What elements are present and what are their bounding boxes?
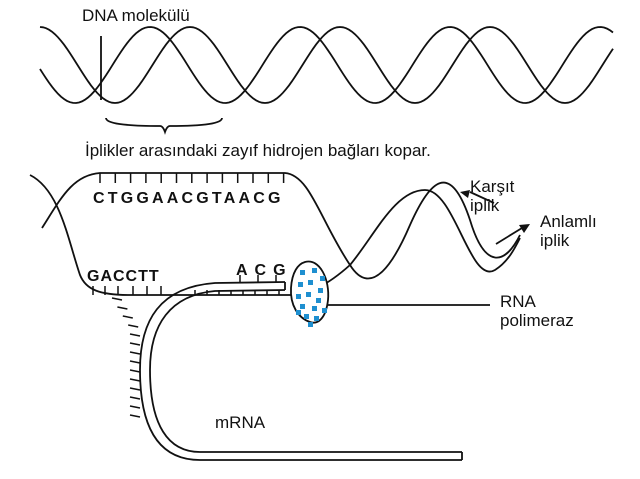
antisense-label-line1: Karşıt — [470, 177, 515, 196]
rna-polymerase-label-line1: RNA — [500, 292, 536, 311]
arrowhead — [460, 190, 470, 198]
antisense-arrow — [469, 191, 495, 204]
sense-arrow — [495, 227, 523, 245]
polymerase-dot — [322, 308, 327, 313]
polymerase-dot — [296, 294, 301, 299]
mrna-strand-inner — [149, 289, 462, 453]
sense-label-line1: Anlamlı — [540, 212, 597, 231]
polymerase-dot — [298, 282, 303, 287]
polymerase-dot — [312, 306, 317, 311]
dna-molecule-label: DNA molekülü — [82, 6, 190, 25]
rna-polymerase-label-line2: polimeraz — [500, 311, 574, 330]
polymerase-dot — [320, 276, 325, 281]
polymerase-dot — [316, 298, 321, 303]
polymerase-dot — [314, 316, 319, 321]
mrna-label: mRNA — [215, 413, 266, 432]
rna-polymerase — [290, 260, 330, 327]
polymerase-dot — [300, 270, 305, 275]
polymerase-dot — [296, 310, 301, 315]
base-pair-ticks — [92, 173, 285, 418]
sense-strand — [289, 189, 521, 296]
polymerase-dot — [306, 292, 311, 297]
hydrogen-bond-bracket — [105, 117, 223, 135]
sense-strand-open — [29, 174, 290, 296]
polymerase-dot — [308, 280, 313, 285]
bottom-strand-bases: GACCTT — [87, 268, 160, 285]
mrna-strand-outer — [139, 281, 462, 461]
polymerase-dot — [304, 314, 309, 319]
antisense-label-line2: iplik — [470, 196, 500, 215]
polymerase-dot — [312, 268, 317, 273]
polymerase-dot — [308, 322, 313, 327]
polymerase-dot — [318, 288, 323, 293]
top-strand-bases: CTGGAACGTAACG — [93, 190, 284, 207]
rna-bases: ACG — [236, 262, 293, 279]
sense-label-line2: iplik — [540, 231, 570, 250]
polymerase-dot — [300, 304, 305, 309]
dna-helix-strand-b — [39, 26, 614, 104]
arrowhead — [519, 224, 530, 233]
dna-helix-strand-a — [39, 26, 614, 104]
caption: İplikler arasındaki zayıf hidrojen bağla… — [85, 141, 431, 160]
